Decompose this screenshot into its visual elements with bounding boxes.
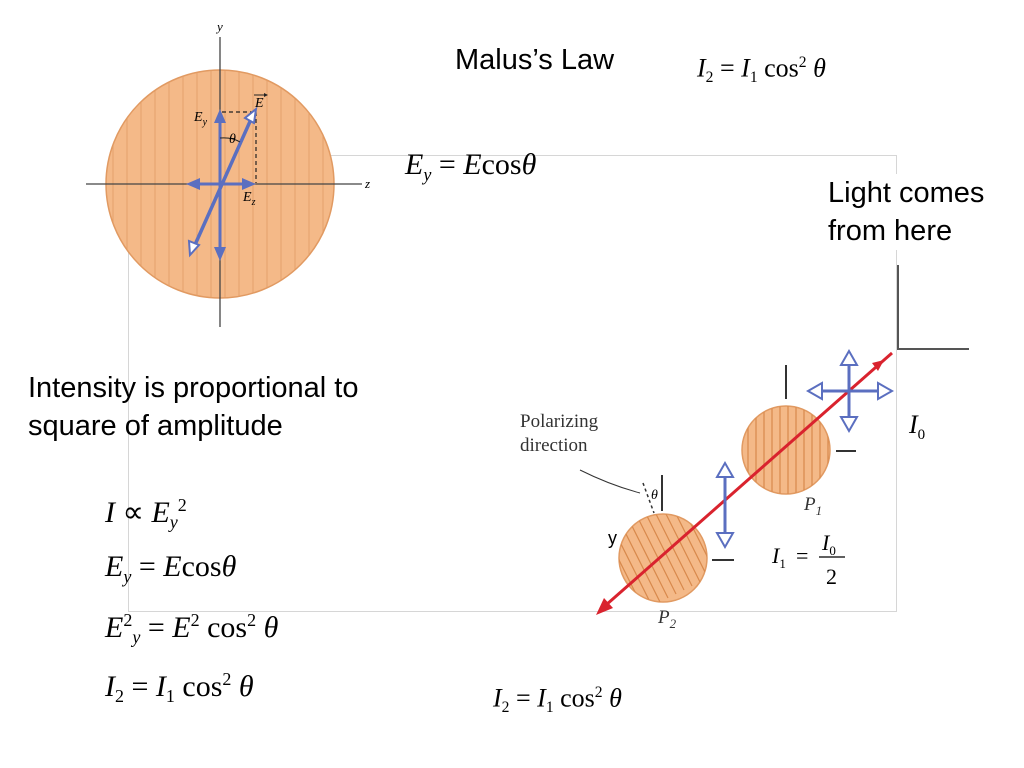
slide-frame bbox=[128, 155, 897, 612]
unpolarized-arrows bbox=[805, 348, 895, 434]
light-note-line2: from here bbox=[828, 215, 953, 247]
bottom-formula: I2 = I1 cos2 θ bbox=[493, 683, 622, 716]
intensity-note-line1: Intensity is proportional to bbox=[28, 372, 359, 404]
field-component-diagram: y z θ E Ey Ez bbox=[86, 19, 370, 327]
y-axis-label: y bbox=[215, 19, 223, 34]
i0-label: I0 bbox=[908, 410, 925, 443]
ey-formula: Ey = Ecosθ bbox=[405, 148, 537, 185]
svg-text:I0: I0 bbox=[821, 530, 836, 558]
e-vector-arrow bbox=[192, 116, 254, 248]
vertical-polarized-arrow bbox=[715, 460, 735, 550]
beam-entry-arrowhead bbox=[872, 360, 884, 371]
z-axis-label: z bbox=[364, 176, 370, 191]
light-beam bbox=[605, 351, 893, 607]
p2-label: P2 bbox=[657, 607, 677, 631]
angle-arc bbox=[219, 137, 241, 143]
ey-arrowhead-up bbox=[214, 109, 226, 123]
svg-text:=: = bbox=[796, 543, 808, 568]
header-formula: I2 = I1 cos2 θ bbox=[697, 53, 826, 86]
derivation-line-4: I2 = I1 cos2 θ bbox=[105, 669, 254, 707]
theta-label: θ bbox=[229, 132, 236, 147]
intensity-note-line2: square of amplitude bbox=[28, 410, 283, 442]
y-label: y bbox=[608, 528, 617, 548]
e-vector-label: E bbox=[254, 96, 264, 111]
vector-overbar-tip bbox=[264, 93, 268, 97]
derivation-line-2: Ey = Ecosθ bbox=[105, 550, 237, 587]
ey-arrowhead-down bbox=[214, 247, 226, 261]
polarizing-leader bbox=[579, 469, 641, 494]
beam-arrowhead bbox=[596, 598, 613, 615]
light-note-line1: Light comes bbox=[828, 177, 985, 209]
ez-arrowhead-left bbox=[186, 178, 200, 190]
light-note: Light comes from here bbox=[828, 174, 985, 250]
ez-arrowhead-right bbox=[242, 178, 256, 190]
ez-label: Ez bbox=[242, 190, 256, 208]
p2-theta-label: θ bbox=[651, 488, 658, 503]
svg-text:I1: I1 bbox=[771, 543, 786, 571]
ey-label: Ey bbox=[193, 110, 208, 128]
p1-label: P1 bbox=[803, 494, 822, 518]
derivation-line-1: I ∝ Ey2 bbox=[105, 495, 187, 533]
e-vector-head bbox=[243, 106, 258, 125]
svg-text:2: 2 bbox=[826, 564, 837, 589]
light-source-corner bbox=[897, 265, 969, 350]
i1-formula: I1 = I0 2 bbox=[771, 530, 845, 589]
p2-polarizing-dash bbox=[642, 482, 655, 514]
intensity-note: Intensity is proportional to square of a… bbox=[28, 369, 358, 445]
e-vector-tail bbox=[187, 239, 201, 258]
derivation-line-3: E2y = E2 cos2 θ bbox=[105, 610, 279, 648]
slide-title: Malus’s Law bbox=[455, 44, 615, 76]
